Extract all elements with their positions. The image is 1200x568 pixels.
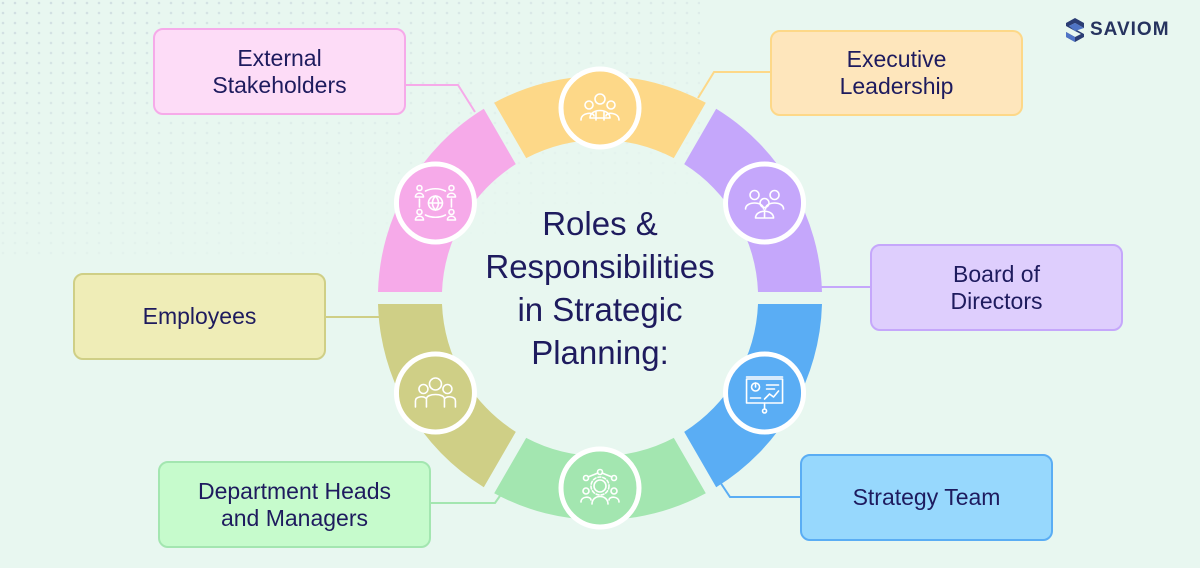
presentation-chart-icon [723,351,807,435]
role-box-employees: Employees [73,273,326,360]
role-label-department-heads: Department Heads and Managers [197,477,392,531]
role-box-external-stakeholders: External Stakeholders [153,28,406,115]
role-box-strategy-team: Strategy Team [800,454,1053,541]
connector-strategy-team [719,481,800,498]
connector-department-heads [430,492,503,504]
saviom-s-mark-icon [1066,18,1084,42]
connector-external-stakeholders [405,84,476,113]
role-label-strategy-team: Strategy Team [852,484,1001,510]
role-box-executive-leadership: Executive Leadership [770,30,1023,116]
role-label-external-stakeholders: External Stakeholders [212,44,347,98]
saviom-logo: SAVIOM [1066,18,1170,42]
global-stakeholders-icon [393,161,477,245]
role-label-executive-leadership: Executive Leadership [839,46,954,99]
manager-network-icon [558,446,642,530]
center-title: Roles & Responsibilities in Strategic Pl… [485,205,715,371]
role-label-board-of-directors: Board of Directors [950,260,1043,314]
connector-executive-leadership [697,71,770,99]
role-box-board-of-directors: Board of Directors [870,244,1123,331]
executive-team-icon [558,66,642,150]
role-box-department-heads: Department Heads and Managers [158,461,431,548]
role-label-employees: Employees [142,303,257,329]
logo-text: SAVIOM [1090,19,1170,40]
board-members-icon [723,161,807,245]
employees-group-icon [393,351,477,435]
